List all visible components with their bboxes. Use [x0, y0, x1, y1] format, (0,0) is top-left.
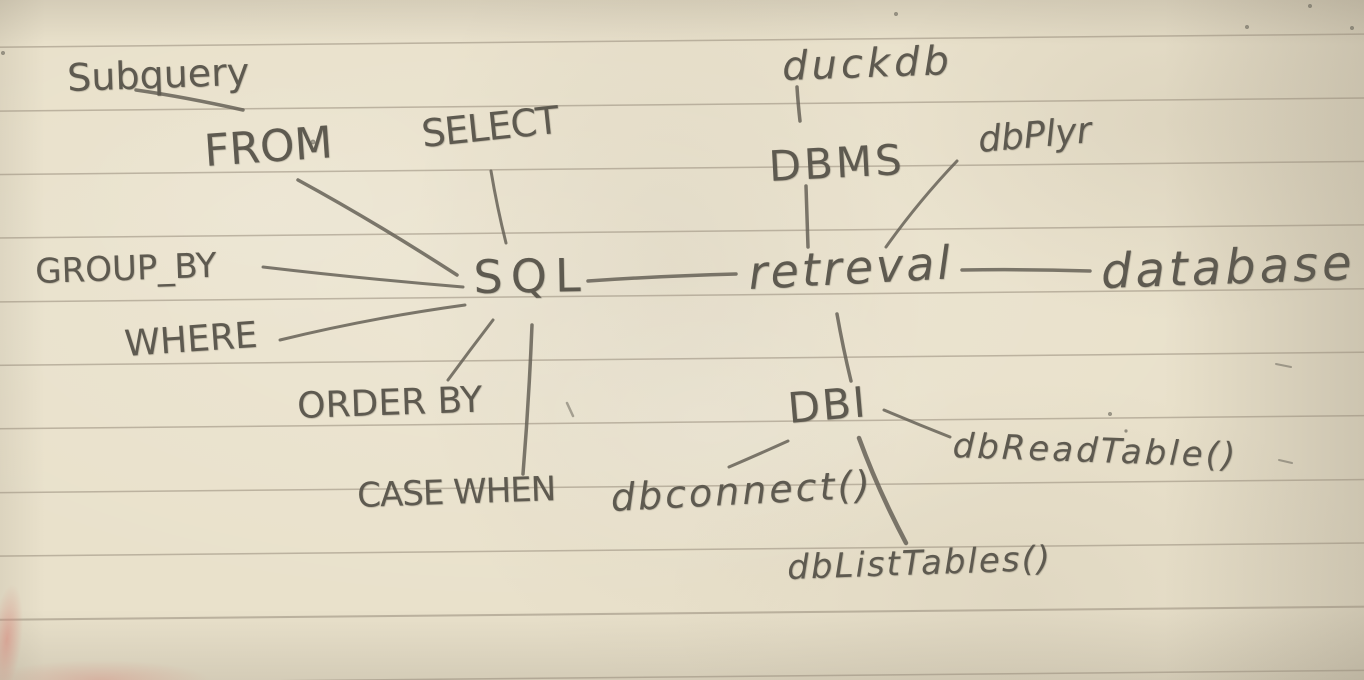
stray-dash: [1275, 363, 1292, 368]
edge-dbms-retrieval: [804, 184, 810, 249]
node-group-by: GROUP_BY: [34, 245, 218, 292]
edge-orderby-sql: [446, 318, 495, 382]
paper-edge-tint: [0, 582, 28, 680]
stray-dot: [1, 51, 5, 55]
node-case-when: CASE WHEN: [356, 469, 556, 516]
paper-edge-tint-bottom: [0, 660, 210, 680]
node-select: SELECT: [419, 97, 561, 156]
edge-sql-casewhen: [521, 323, 534, 476]
edge-where-sql: [278, 303, 467, 342]
edge-dbi-dbreadtable: [882, 408, 952, 439]
edge-duckdb-dbms: [795, 85, 802, 123]
edge-retrieval-database: [960, 267, 1092, 273]
edge-retrieval-dbi: [835, 312, 853, 383]
node-from: FROM: [202, 117, 335, 177]
node-dbi: DBI: [785, 377, 870, 433]
node-dblisttables: dbListTables(): [786, 538, 1053, 588]
node-where: WHERE: [123, 314, 259, 365]
stray-dot: [1350, 26, 1354, 30]
edge-sql-retrieval: [586, 272, 738, 283]
node-retrieval: retreval: [747, 235, 955, 300]
edge-select-sql: [489, 169, 508, 245]
node-duckdb: duckdb: [781, 38, 954, 90]
node-subquery: Subquery: [66, 49, 250, 100]
node-dbconnect: dbconnect(): [609, 462, 875, 520]
stray-tick: [565, 401, 575, 418]
edge-groupby-sql: [261, 265, 465, 289]
stray-dot: [1245, 25, 1249, 29]
edge-dbi-dbconnect: [727, 439, 790, 469]
node-dbplyr: dbPlyr: [976, 110, 1094, 161]
stray-dot: [1308, 4, 1312, 8]
stray-dot: [1108, 412, 1112, 416]
stray-dot: [894, 12, 898, 16]
node-dbreadtable: dbReadTable(): [952, 426, 1239, 476]
node-dbms: DBMS: [767, 134, 906, 191]
node-sql: SQL: [473, 248, 590, 304]
node-database: database: [1100, 235, 1357, 300]
stray-dash: [1278, 459, 1293, 464]
edge-from-sql: [296, 178, 459, 277]
node-order-by: ORDER BY: [296, 379, 483, 427]
